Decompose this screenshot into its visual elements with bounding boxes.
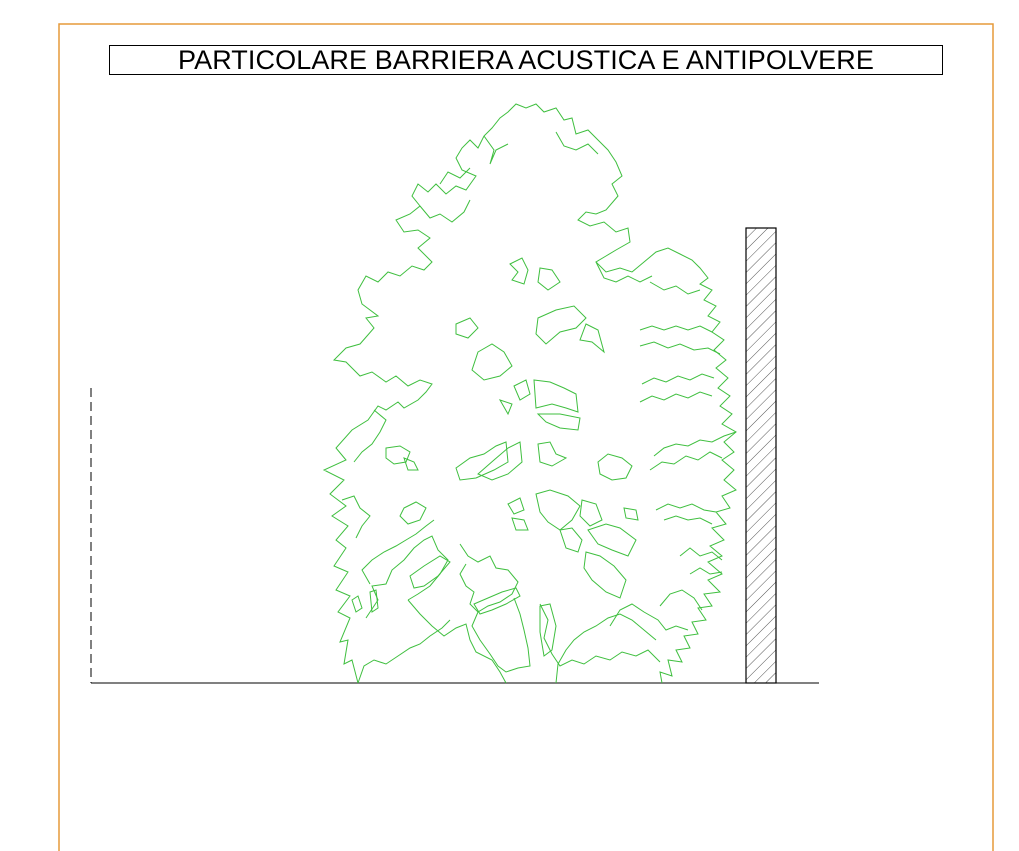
drawing-title: PARTICOLARE BARRIERA ACUSTICA E ANTIPOLV…: [177, 45, 874, 75]
canopy-detail: [639, 341, 721, 355]
sheet-frame: [58, 23, 994, 851]
canopy-detail: [653, 431, 737, 457]
canopy-patch: [473, 587, 521, 615]
canopy-patch: [351, 595, 363, 613]
canopy-patch: [597, 453, 633, 481]
canopy-detail: [365, 535, 449, 619]
canopy-patch: [533, 379, 579, 413]
canopy-patch: [455, 317, 479, 339]
acoustic-barrier-wall: [745, 227, 777, 684]
canopy-patch: [579, 499, 603, 527]
canopy-patch: [409, 555, 451, 589]
canopy-patch: [559, 527, 583, 553]
canopy-detail: [471, 597, 531, 673]
canopy-detail: [689, 567, 723, 575]
canopy-detail: [663, 515, 713, 525]
canopy-patch: [477, 441, 523, 481]
canopy-patch: [579, 323, 605, 354]
canopy-detail: [639, 391, 713, 403]
tree-canopy-outline: [322, 103, 737, 684]
canopy-detail: [419, 199, 471, 223]
canopy-detail: [357, 619, 451, 684]
tree-canopy: [322, 103, 737, 684]
canopy-detail: [609, 603, 689, 631]
canopy-patch: [385, 445, 411, 465]
canopy-detail: [659, 589, 703, 611]
canopy-patch: [455, 441, 509, 481]
canopy-detail: [483, 135, 509, 165]
canopy-detail: [439, 167, 471, 185]
canopy-detail: [539, 603, 661, 667]
canopy-detail: [655, 503, 717, 513]
canopy-patch: [539, 603, 557, 657]
canopy-detail: [649, 451, 723, 471]
canopy-detail: [407, 599, 507, 684]
canopy-patch: [536, 413, 581, 431]
canopy-patch: [511, 517, 529, 531]
canopy-detail: [639, 325, 713, 333]
canopy-detail: [459, 543, 519, 613]
canopy-patch: [587, 523, 637, 557]
canopy-detail: [641, 373, 715, 385]
canopy-patch: [509, 257, 529, 285]
canopy-detail: [555, 613, 657, 684]
canopy-patch: [507, 497, 525, 515]
canopy-patch: [535, 305, 587, 345]
canopy-detail: [649, 281, 701, 295]
canopy-patch: [403, 457, 419, 471]
canopy-patch: [583, 551, 627, 599]
canopy-patch: [513, 379, 531, 401]
canopy-patch: [369, 589, 379, 613]
canopy-detail: [679, 547, 723, 561]
canopy-detail: [353, 409, 387, 463]
canopy-patch: [537, 267, 561, 291]
canopy-detail: [595, 261, 653, 283]
drawing-title-box: PARTICOLARE BARRIERA ACUSTICA E ANTIPOLV…: [109, 45, 943, 75]
canopy-patch: [471, 343, 513, 381]
canopy-detail: [341, 495, 371, 539]
canopy-patch: [623, 507, 639, 521]
canopy-detail: [361, 519, 435, 585]
canopy-patch: [537, 441, 568, 467]
canopy-patch: [498, 399, 513, 416]
canopy-patch: [535, 489, 581, 531]
canopy-patch: [399, 501, 427, 525]
canopy-detail: [555, 131, 599, 155]
